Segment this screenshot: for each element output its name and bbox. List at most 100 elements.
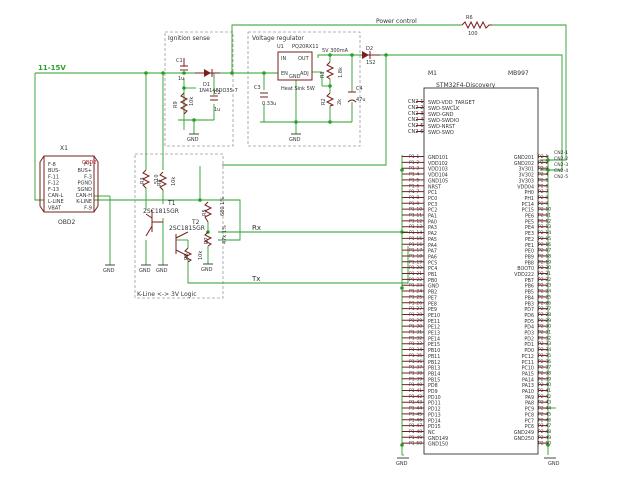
cn2-left-pin: CN2-1 xyxy=(408,99,423,105)
m1-right-pin-name: PE5 xyxy=(525,219,534,225)
r5-ref: R5 xyxy=(202,209,208,216)
m1-left-pin-name: PA4 xyxy=(428,243,437,249)
m1-right-pin-name: PD5 xyxy=(524,319,534,325)
r6-value: 100 xyxy=(468,31,478,37)
m1-right-pin-name: PD6 xyxy=(524,313,534,319)
u1-ref: U1 xyxy=(277,44,284,50)
m1-right-pin-name: PE0 xyxy=(525,249,534,255)
m1-right-pin-name: PA14 xyxy=(522,377,534,383)
obd2-pin-right: F-9 xyxy=(84,205,92,211)
m1-left-pin-name: PC5 xyxy=(428,260,437,266)
gnd-label: GND xyxy=(548,461,560,467)
swd-pin-name: SWD-SWO xyxy=(428,130,454,136)
r6-ref: R6 xyxy=(466,15,473,21)
r7-ref: R7 xyxy=(204,237,210,244)
t1-part: 2SC1815GR xyxy=(143,208,179,215)
m1-left-pin-name: PA5 xyxy=(428,237,437,243)
obd2-pin-left: F-8 xyxy=(48,162,56,168)
gnd-label: GND xyxy=(201,267,213,273)
cn2-left-pin: CN2-3 xyxy=(408,111,423,117)
u1-pin-en: EN xyxy=(281,71,288,77)
gnd-m1-right: GND xyxy=(544,457,560,467)
ignition-sense-title: Ignition sense xyxy=(168,35,210,42)
swd-pin-name: SWD-GND xyxy=(428,112,454,118)
m1-left-pin-name: PE11 xyxy=(428,319,440,325)
r3-value: 510 xyxy=(154,174,160,184)
m1-right-pin-name: PE3 xyxy=(525,231,534,237)
diode-d2: D2 1S2 xyxy=(362,46,380,66)
m1-left-pin-name: PA6 xyxy=(428,254,437,260)
m1-left-pin-name: PC1 xyxy=(428,190,437,196)
junctions xyxy=(144,53,550,447)
u1-part: PQ20RX11 xyxy=(292,44,319,50)
m1-right-pin-name: PD4 xyxy=(524,325,534,331)
m1-right-pin-name: PE4 xyxy=(525,225,534,231)
power-control-label: Power control xyxy=(376,18,417,25)
m1-left-pin-name: PD15 xyxy=(428,424,441,430)
m1-right-pin-name: PA8 xyxy=(525,401,534,407)
c4-value: 47u xyxy=(356,97,366,103)
obd2-label: OBD2 xyxy=(58,219,75,226)
m1-right-pin-name: PA15 xyxy=(522,371,534,377)
d2-value: 1S2 xyxy=(366,60,376,66)
m1-left-pin-name: PA2 xyxy=(428,231,437,237)
c1-value: 1u xyxy=(178,76,184,82)
m1-right-pin-name: GND250 xyxy=(514,436,534,442)
m1-left-pin-name: PC0 xyxy=(428,196,437,202)
m1-right-pin-name: PH1 xyxy=(524,196,534,202)
resistor-r6: R6 100 xyxy=(461,15,492,37)
r9-ref: R9 xyxy=(173,101,179,108)
capacitor-c4: C4 47u xyxy=(347,86,366,103)
m1-right-pin-name: PH0 xyxy=(524,190,534,196)
resistor-r4: R4 10k xyxy=(157,171,177,191)
m1-right-pin-name: PB7 xyxy=(525,278,534,284)
m1-left-pin-name: PA1 xyxy=(428,214,437,220)
m1-left-pin-name: PC3 xyxy=(428,202,437,208)
m1-right-pin-name: PB9 xyxy=(525,254,534,260)
cn2-right-pin: CN2-5 xyxy=(554,174,568,180)
obd2-pin-right: PGND xyxy=(78,181,93,187)
d1-ref: D1 xyxy=(203,82,210,88)
m1-right-pin-name: PC14 xyxy=(522,202,534,208)
m1-left-pin-name: PE15 xyxy=(428,342,440,348)
m1-right-pin-name: PC9 xyxy=(525,407,534,413)
gnd-kline-2: GND xyxy=(139,264,151,274)
cn2-right-pin: CN2-4 xyxy=(554,168,568,174)
m1-left-pin-name: PE9 xyxy=(428,307,437,313)
gnd-kline-4: GND xyxy=(201,263,213,273)
c1-ref: C1 xyxy=(176,58,183,64)
m1-right-pin-name: PE1 xyxy=(525,243,534,249)
m1-left-pin-name: PC4 xyxy=(428,266,437,272)
m1-left-pin-name: NRST xyxy=(428,184,441,190)
m1-right-pin-name: PB4 xyxy=(525,295,534,301)
m1-left-pin-name: PE7 xyxy=(428,295,437,301)
resistor-r5: R5 680 1% xyxy=(202,197,226,223)
discovery-board-m1: M1 STM32F4-Discovery MB997 CN2-1CN2-2CN2… xyxy=(402,70,568,455)
m1-left-pin-name: PB13 xyxy=(428,366,440,372)
gnd-kline-1: GND xyxy=(103,264,115,274)
m1-right-pin-name: PB6 xyxy=(525,284,534,290)
m1-left-pin-name: PB10 xyxy=(428,348,440,354)
m1-right-pin-name: PC11 xyxy=(522,360,534,366)
m1-left-pin-name: PA0 xyxy=(428,219,437,225)
r4-ref: R4 xyxy=(157,179,163,186)
gnd-label: GND xyxy=(103,268,115,274)
regulator-u1: U1 PQ20RX11 IN OUT EN GND ADJ Heat Sink … xyxy=(277,44,349,92)
m1-right-pin-name: PD7 xyxy=(524,307,534,313)
r3-ref: R3 xyxy=(140,177,146,184)
resistor-r8: R8 10k xyxy=(183,247,204,263)
m1-left-pin-name: PA7 xyxy=(428,249,437,255)
m1-part: MB997 xyxy=(508,70,529,77)
capacitor-c2: C2 1u xyxy=(210,90,221,113)
m1-right-pin-name: PB3 xyxy=(525,301,534,307)
c4-ref: C4 xyxy=(356,86,363,92)
tx-net-label: Tx xyxy=(251,275,260,283)
m1-right-pin-name: VDD222 xyxy=(514,272,534,278)
obd2-pin-left: F-11 xyxy=(48,174,59,180)
swd-pin-name: SWD-NRST xyxy=(428,124,456,130)
cn2-left-pin: CN2-2 xyxy=(408,105,423,111)
r7-value: 47k 1% xyxy=(222,225,228,244)
m1-right-pin-name: PC6 xyxy=(525,424,534,430)
gnd-label: GND xyxy=(139,268,151,274)
